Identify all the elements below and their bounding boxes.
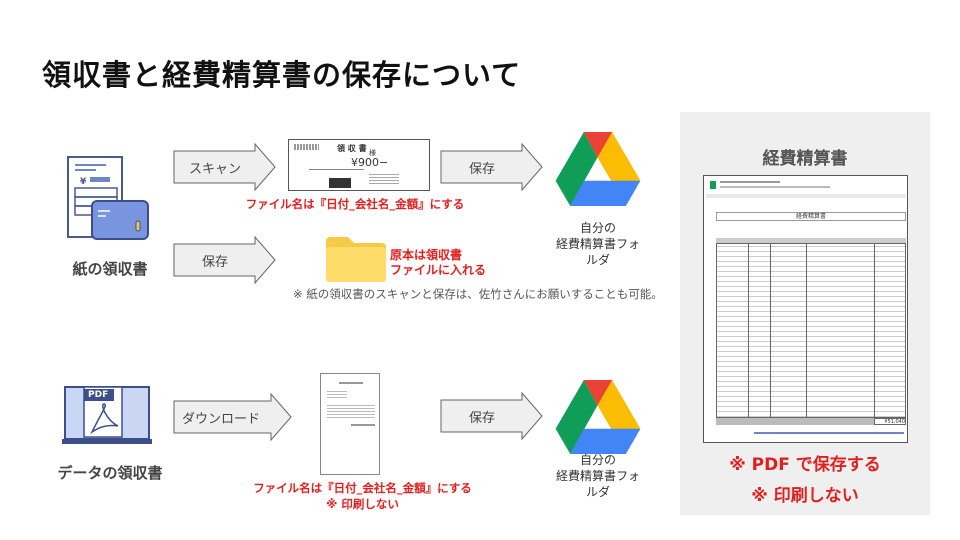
- download-arrow: ダウンロード: [173, 392, 293, 442]
- receipt-amount: ¥900−: [351, 156, 389, 169]
- drive-folder-label-paper: 自分の 経費精算書フォ ルダ: [543, 220, 653, 268]
- drive-label-line: 自分の: [579, 221, 616, 235]
- drive-folder-label-data: 自分の 経費精算書フォ ルダ: [543, 452, 653, 500]
- save-arrow-label: 保存: [201, 254, 228, 270]
- sheet-total: ¥51,040: [874, 418, 906, 425]
- save-as-pdf-note: ※ PDF で保存する: [729, 455, 881, 475]
- expense-report-panel: 経費精算書 経費精算書 ¥51,040 ※ PDF で保存する ※ 印刷しない: [680, 112, 930, 515]
- download-arrow-label: ダウンロード: [181, 411, 260, 427]
- no-print-note-line: ※ 印刷しない: [326, 497, 399, 511]
- pdf-receipt-thumbnail: [320, 373, 380, 475]
- google-drive-icon: [555, 380, 641, 455]
- paper-receipt-icon: ¥: [67, 156, 149, 240]
- page-title: 領収書と経費精算書の保存について: [42, 58, 522, 92]
- scanned-receipt-image: 領 収 書 ¥900− 様: [288, 139, 430, 191]
- scan-arrow-label: スキャン: [188, 161, 241, 177]
- folder-icon: [326, 237, 386, 282]
- filename-note-line: ファイル名は『日付_会社名_金額』にする: [253, 481, 472, 495]
- no-print-note: ※ 印刷しない: [751, 486, 859, 506]
- data-receipt-label: データの領収書: [57, 464, 163, 482]
- drive-label-line: 自分の: [579, 453, 616, 467]
- google-drive-icon: [555, 132, 641, 207]
- save-arrow-label: 保存: [468, 161, 495, 177]
- receipt-heading: 領 収 書: [337, 144, 367, 153]
- drive-label-line: 経費精算書フォ: [555, 469, 640, 483]
- receipt-suffix: 様: [369, 149, 376, 157]
- drive-label-line: 経費精算書フォ: [555, 237, 640, 251]
- original-note-line: 原本は領収書: [390, 248, 463, 262]
- svg-text:¥: ¥: [80, 177, 87, 187]
- original-receipt-note: 原本は領収書 ファイルに入れる: [390, 248, 486, 278]
- paper-receipt-label: 紙の領収書: [72, 260, 148, 278]
- original-note-line: ファイルに入れる: [390, 263, 487, 277]
- scan-arrow: スキャン: [173, 142, 277, 192]
- pdf-laptop-icon: [62, 386, 152, 444]
- spreadsheet-screenshot: 経費精算書 ¥51,040: [703, 175, 908, 443]
- save-original-arrow: 保存: [173, 235, 277, 285]
- download-filename-note: ファイル名は『日付_会社名_金額』にする ※ 印刷しない: [245, 480, 480, 512]
- save-to-drive-arrow-data: 保存: [440, 391, 544, 441]
- pdf-icon-text: PDF: [88, 390, 109, 400]
- sheet-title: 経費精算書: [716, 212, 906, 221]
- panel-title: 経費精算書: [762, 149, 848, 169]
- drive-label-line: ルダ: [585, 485, 610, 499]
- save-to-drive-arrow-paper: 保存: [440, 142, 544, 192]
- footnote: ※ 紙の領収書のスキャンと保存は、佐竹さんにお願いすることも可能。: [293, 287, 663, 301]
- scan-filename-note: ファイル名は『日付_会社名_金額』にする: [245, 197, 465, 211]
- drive-label-line: ルダ: [585, 253, 610, 267]
- save-arrow-label: 保存: [468, 410, 495, 426]
